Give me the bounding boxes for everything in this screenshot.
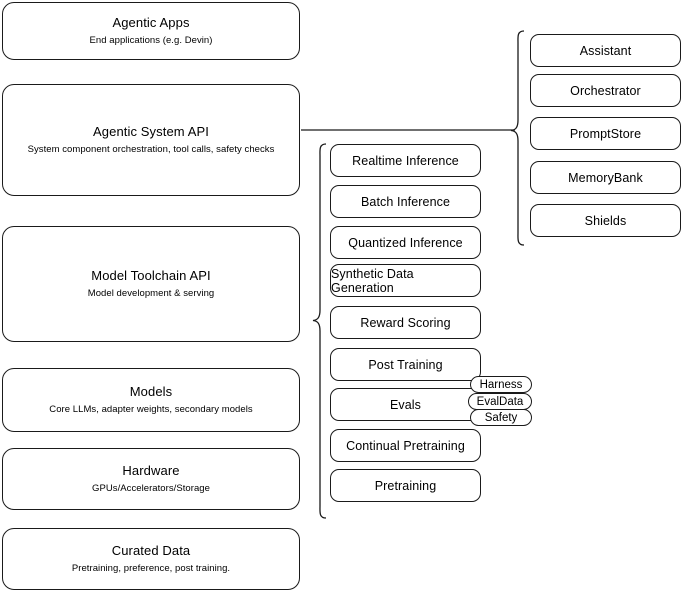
layer-title: Agentic System API (93, 124, 209, 139)
layer-subtitle: End applications (e.g. Devin) (89, 35, 213, 46)
layer-agentic-system-api[interactable]: Agentic System API System component orch… (2, 84, 300, 196)
layer-curated-data[interactable]: Curated Data Pretraining, preference, po… (2, 528, 300, 590)
layer-subtitle: GPUs/Accelerators/Storage (92, 483, 210, 494)
layer-subtitle: Pretraining, preference, post training. (71, 563, 231, 574)
layer-title: Models (129, 384, 173, 399)
brace-toolchain-components (312, 143, 327, 519)
toolchain-component-continual-pretraining[interactable]: Continual Pretraining (330, 429, 481, 462)
toolchain-component-batch-inference[interactable]: Batch Inference (330, 185, 481, 218)
chip-label: Continual Pretraining (346, 438, 465, 453)
layer-subtitle: Model development & serving (87, 288, 215, 299)
toolchain-component-reward-scoring[interactable]: Reward Scoring (330, 306, 481, 339)
chip-label: Orchestrator (570, 83, 641, 98)
layer-subtitle: System component orchestration, tool cal… (27, 144, 275, 155)
brace-system-components (510, 30, 525, 246)
layer-subtitle: Core LLMs, adapter weights, secondary mo… (49, 404, 253, 415)
layer-hardware[interactable]: Hardware GPUs/Accelerators/Storage (2, 448, 300, 510)
layer-title: Agentic Apps (112, 15, 190, 30)
system-component-memorybank[interactable]: MemoryBank (530, 161, 681, 194)
layer-model-toolchain-api[interactable]: Model Toolchain API Model development & … (2, 226, 300, 342)
chip-label: Realtime Inference (352, 153, 459, 168)
chip-label: Shields (584, 213, 627, 228)
toolchain-component-evals[interactable]: Evals (330, 388, 481, 421)
eval-pill-safety[interactable]: Safety (470, 409, 532, 426)
chip-label: Quantized Inference (348, 235, 463, 250)
toolchain-component-post-training[interactable]: Post Training (330, 348, 481, 381)
system-component-assistant[interactable]: Assistant (530, 34, 681, 67)
layer-title: Hardware (122, 463, 180, 478)
toolchain-component-quantized-inference[interactable]: Quantized Inference (330, 226, 481, 259)
chip-label: Synthetic Data Generation (331, 266, 414, 295)
layer-models[interactable]: Models Core LLMs, adapter weights, secon… (2, 368, 300, 432)
system-component-shields[interactable]: Shields (530, 204, 681, 237)
system-component-promptstore[interactable]: PromptStore (530, 117, 681, 150)
toolchain-component-realtime-inference[interactable]: Realtime Inference (330, 144, 481, 177)
layer-agentic-apps[interactable]: Agentic Apps End applications (e.g. Devi… (2, 2, 300, 60)
chip-label: PromptStore (569, 126, 642, 141)
layer-title: Model Toolchain API (91, 268, 211, 283)
pill-label: EvalData (476, 395, 524, 408)
chip-label: MemoryBank (568, 170, 643, 185)
chip-label: Post Training (368, 357, 443, 372)
pill-label: Safety (484, 411, 518, 424)
toolchain-component-synthetic-data-generation[interactable]: Synthetic Data Generation (330, 264, 481, 297)
system-component-orchestrator[interactable]: Orchestrator (530, 74, 681, 107)
chip-label: Pretraining (374, 478, 437, 493)
chip-label: Evals (389, 397, 422, 412)
chip-label: Batch Inference (360, 194, 451, 209)
eval-pill-evaldata[interactable]: EvalData (468, 393, 532, 410)
eval-pill-harness[interactable]: Harness (470, 376, 532, 393)
toolchain-component-pretraining[interactable]: Pretraining (330, 469, 481, 502)
chip-label: Assistant (579, 43, 632, 58)
pill-label: Harness (479, 378, 523, 391)
chip-label: Reward Scoring (360, 315, 451, 330)
layer-title: Curated Data (111, 543, 191, 558)
